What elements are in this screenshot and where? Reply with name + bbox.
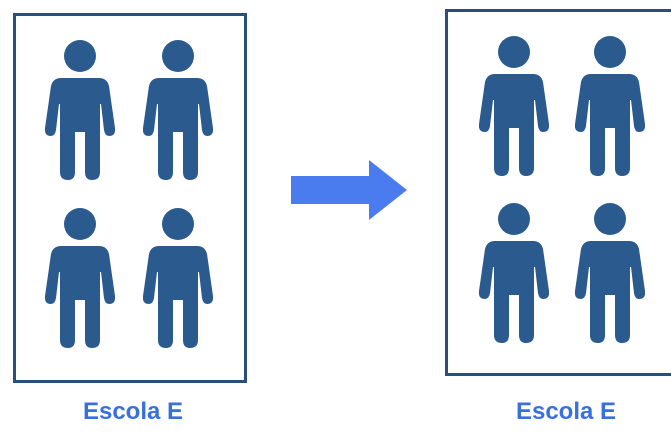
person-icon [575,36,645,176]
right-arrow-icon [291,160,407,220]
right-school-label: Escola E [515,398,617,425]
person-icon [575,203,645,343]
person-icon [45,208,115,348]
person-icon [143,40,213,180]
left-school-frame [13,13,247,383]
person-icon [479,36,549,176]
person-icon [479,203,549,343]
left-school-label: Escola E [82,398,184,425]
person-icon [45,40,115,180]
person-icon [143,208,213,348]
right-school-frame [445,9,671,376]
